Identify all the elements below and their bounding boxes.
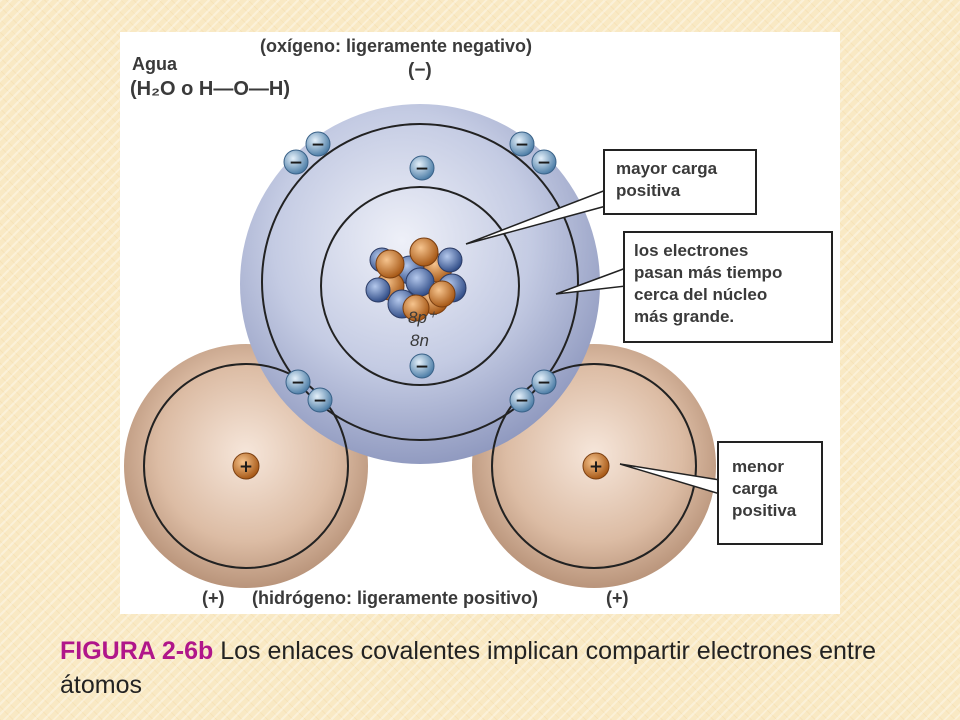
oxygen-inner-shell (320, 186, 520, 386)
svg-text:+: + (239, 457, 253, 477)
hydrogen-right-sign: (+) (606, 588, 629, 608)
callout-box-2 (623, 231, 833, 343)
electron: − (285, 369, 311, 395)
electron: − (531, 369, 557, 395)
svg-text:−: − (291, 373, 305, 393)
callout-pointers (465, 188, 721, 496)
hydrogen-right-shell (491, 363, 697, 569)
callout-3-line-1: menor (732, 457, 784, 476)
svg-text:−: − (537, 373, 551, 393)
figure-number: FIGURA 2-6b (60, 637, 214, 665)
svg-text:−: − (311, 135, 325, 155)
molecule-formula: (H₂O o H—O—H) (130, 78, 290, 100)
callout-1-line-1: mayor carga (616, 159, 718, 178)
electron: − (509, 387, 535, 413)
water-molecule-figure: −−−−−−−−−−++ Agua (H₂O o H—O—H) (oxígeno… (120, 32, 840, 614)
molecule-title: Agua (132, 54, 177, 74)
oxygen-outer-shell (261, 123, 579, 441)
callout-2-line-2: pasan más tiempo (634, 263, 783, 282)
proton-hydrogen-right: + (582, 452, 610, 480)
callout-text-2: los electrones pasan más tiempo cerca de… (634, 240, 782, 328)
svg-text:−: − (415, 159, 429, 179)
hydrogen-left-shell (143, 363, 349, 569)
svg-text:−: − (537, 153, 551, 173)
callout-box-3 (717, 441, 823, 545)
particles-layer: −−−−−−−−−−++ (232, 131, 610, 480)
svg-text:−: − (515, 391, 529, 411)
callout-box-1 (603, 149, 757, 215)
oxygen-charge-label: (oxígeno: ligeramente negativo) (260, 36, 533, 56)
electron: − (307, 387, 333, 413)
callout-3-line-3: positiva (732, 501, 797, 520)
callout-2-line-1: los electrones (634, 241, 749, 260)
callout-2-line-3: cerca del núcleo (634, 285, 768, 304)
electron: − (305, 131, 331, 157)
svg-text:−: − (313, 391, 327, 411)
svg-text:−: − (289, 153, 303, 173)
electron: − (531, 149, 557, 175)
nucleus-protons-label: 8p⁺ (408, 308, 436, 327)
molecule-diagram: −−−−−−−−−−++ (124, 104, 833, 588)
callout-text-3: menor carga positiva (732, 456, 796, 522)
callout-text-1: mayor carga positiva (616, 158, 717, 202)
caption-text: Los enlaces covalentes implican comparti… (60, 637, 877, 699)
callout-2-line-4: más grande. (634, 307, 735, 326)
hydrogen-left-sign: (+) (202, 588, 225, 608)
svg-text:−: − (515, 135, 529, 155)
nucleus-neutrons-label: 8n (410, 331, 429, 350)
electron: − (283, 149, 309, 175)
electron: − (409, 353, 435, 379)
figure-caption: FIGURA 2-6b Los enlaces covalentes impli… (60, 634, 920, 702)
svg-text:−: − (415, 357, 429, 377)
oxygen-nucleus (365, 237, 467, 322)
callout-3-line-2: carga (732, 479, 778, 498)
svg-text:+: + (589, 457, 603, 477)
hydrogen-charge-label: (hidrógeno: ligeramente positivo) (252, 588, 539, 608)
electron: − (509, 131, 535, 157)
oxygen-charge-sign: (−) (408, 60, 432, 81)
electron: − (409, 155, 435, 181)
proton-hydrogen-left: + (232, 452, 260, 480)
callout-1-line-2: positiva (616, 181, 681, 200)
